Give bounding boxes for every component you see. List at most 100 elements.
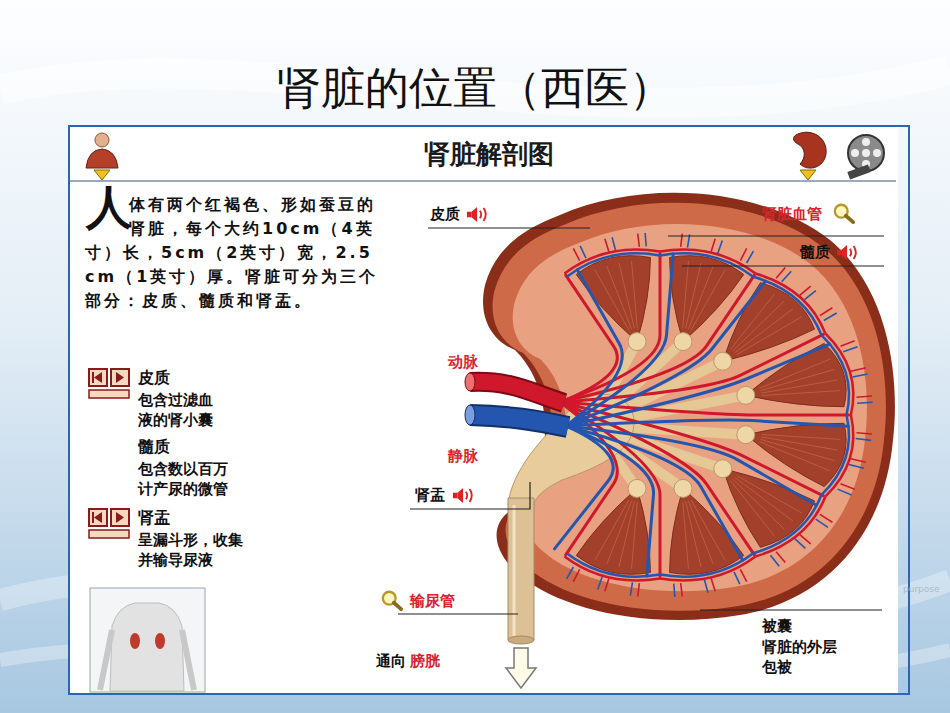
- film-icon: [862, 138, 870, 146]
- renal-artery: [470, 382, 564, 403]
- renal-vessels: [805, 291, 816, 300]
- ureter: [508, 498, 534, 640]
- renal-vessels: [560, 402, 660, 577]
- leader-line: [682, 265, 884, 266]
- renal-vessels: [711, 578, 715, 591]
- renal-calyx: [674, 333, 692, 351]
- watermark: purpose: [903, 584, 940, 595]
- renal-calyx: [674, 479, 692, 497]
- callout-note: 肾脏的外层包被: [762, 637, 844, 677]
- renal-vessels: [851, 459, 866, 462]
- renal-artery: [470, 382, 564, 403]
- renal-vessels: [605, 239, 609, 252]
- speaker-icon: [453, 488, 472, 503]
- renal-vessels: [638, 583, 640, 596]
- renal-vessels: [567, 253, 660, 277]
- panel-ground: [68, 125, 898, 695]
- renal-vessels: [857, 401, 873, 404]
- renal-vein: [470, 415, 568, 427]
- kidney-icon: [800, 170, 816, 180]
- medulla-pyramid: [723, 283, 815, 362]
- medulla-pyramid: [762, 391, 840, 396]
- person-icon: [95, 133, 109, 147]
- renal-vessels: [711, 239, 715, 252]
- renal-vessels: [820, 514, 833, 522]
- renal-vessels: [580, 246, 586, 258]
- callout-label: 膀胱: [410, 652, 440, 670]
- renal-vessels: [681, 583, 683, 596]
- leader-line: [700, 609, 882, 610]
- medulla-pyramid: [607, 266, 632, 329]
- renal-vessels: [840, 341, 854, 346]
- vessel-label: 动脉: [448, 353, 478, 371]
- part-name: 皮质: [138, 368, 170, 387]
- renal-vessels: [630, 582, 632, 595]
- body-inset: [90, 588, 205, 692]
- renal-vein: [465, 405, 568, 427]
- renal-vessels: [566, 254, 673, 426]
- part-name: 髓质: [138, 437, 170, 456]
- speaker-icon: [467, 207, 486, 222]
- part-note: 呈漏斗形，收集并输导尿液: [138, 530, 250, 570]
- renal-vessels: [816, 519, 828, 527]
- part-note: 包含过滤血液的肾小囊: [138, 390, 220, 430]
- renal-vessels: [555, 426, 614, 549]
- renal-vessels: [753, 495, 821, 553]
- renal-vessels: [824, 313, 837, 320]
- renal-vessels: [822, 335, 850, 415]
- renal-vessels: [560, 402, 823, 496]
- renal-vessels: [567, 553, 660, 577]
- slide-title: 肾脏的位置（西医）: [0, 62, 950, 115]
- medulla-pyramid: [632, 261, 638, 328]
- medulla-pyramid: [686, 263, 701, 328]
- renal-vessels: [740, 248, 746, 260]
- drop-cap: 人: [86, 184, 132, 230]
- renal-vessels: [776, 552, 785, 563]
- ureter: [513, 505, 516, 636]
- kidney-icon: [794, 132, 827, 180]
- medulla-pyramid: [723, 469, 815, 548]
- renal-vessels: [734, 572, 740, 584]
- body-inset: [130, 633, 140, 649]
- medulla-pyramid: [733, 301, 784, 351]
- renal-vessels: [843, 347, 857, 352]
- magnifier-icon: [835, 205, 853, 222]
- renal-calyx: [628, 479, 646, 497]
- person-icon: [86, 133, 118, 180]
- renal-vessels: [856, 433, 871, 434]
- renal-vessels: [660, 253, 753, 277]
- body-inset: [155, 633, 165, 649]
- kidney-section: [513, 224, 867, 591]
- renal-vessels: [856, 396, 871, 397]
- renal-vessels: [849, 464, 864, 468]
- leader-line: [428, 227, 590, 228]
- header-rule: [70, 180, 896, 182]
- renal-vessels: [822, 415, 850, 495]
- medulla-pyramid: [746, 343, 846, 406]
- magnifier-icon: [383, 592, 401, 609]
- leader-line: [410, 482, 530, 509]
- film-icon: [862, 149, 870, 157]
- renal-vessels: [573, 569, 579, 581]
- renal-calyx: [737, 426, 755, 444]
- button-icon: [89, 509, 129, 538]
- renal-vessels: [782, 271, 792, 281]
- renal-vessels: [605, 578, 609, 591]
- renal-vein: [470, 415, 568, 427]
- renal-vessels: [820, 308, 833, 316]
- part-note: 包含数以百万计产尿的微管: [138, 459, 235, 499]
- renal-vessels: [660, 553, 753, 577]
- ureter: [508, 498, 534, 644]
- medulla-pyramid: [691, 270, 725, 330]
- medulla-pyramid: [576, 488, 650, 574]
- body-inset: [90, 588, 205, 692]
- renal-vessels: [566, 426, 654, 576]
- leader-line: [398, 228, 884, 614]
- renal-vessels: [718, 241, 723, 254]
- renal-vessels: [770, 555, 779, 566]
- medulla-pyramid: [746, 423, 846, 486]
- renal-vessels: [638, 234, 640, 247]
- person-icon: [94, 170, 110, 180]
- medulla-pyramid: [760, 369, 834, 390]
